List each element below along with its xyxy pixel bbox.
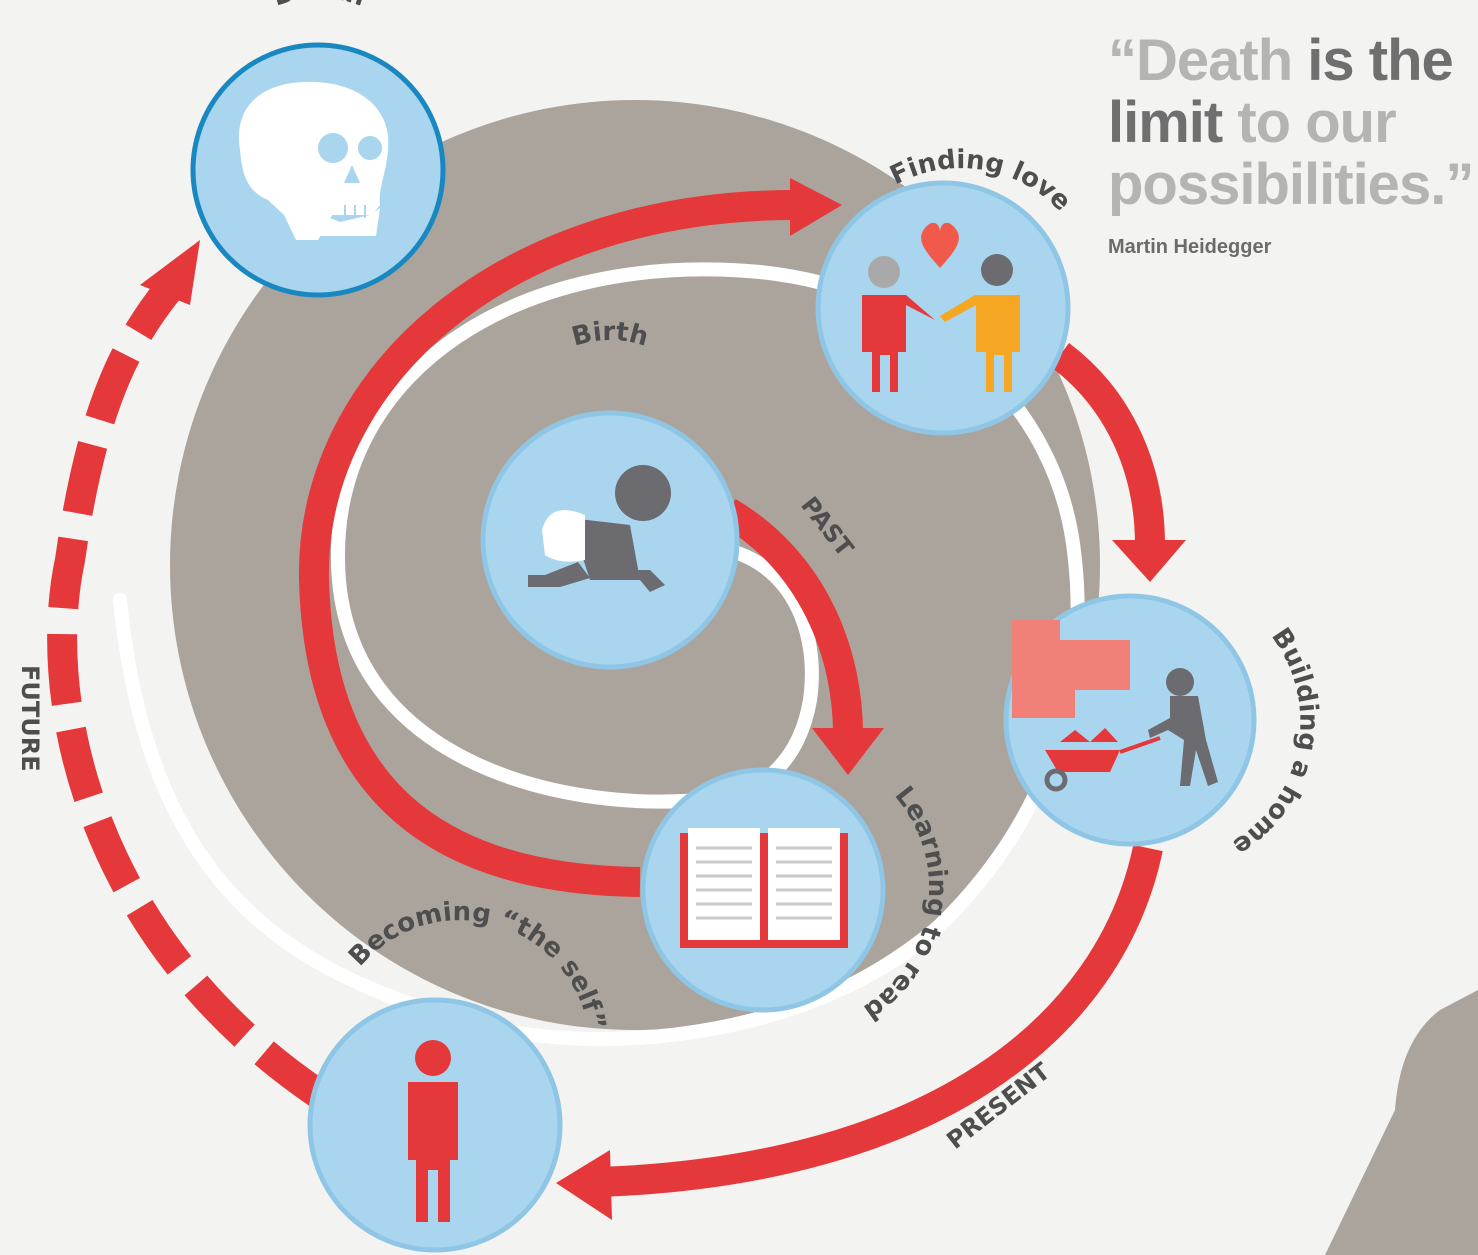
quote-word-death: “Death	[1108, 28, 1293, 93]
corner-grey-shape	[1325, 990, 1478, 1255]
stage-learning-to-read	[640, 767, 886, 1013]
quote-word-possibilities: possibilities.”	[1108, 152, 1474, 217]
standing-person-icon	[408, 1040, 458, 1222]
quote-word-to-our: to our	[1222, 90, 1396, 155]
arrowhead-past	[812, 728, 884, 775]
quote-author: Martin Heidegger	[1108, 236, 1272, 258]
quote-word-is-the: is the	[1292, 28, 1453, 93]
arrowhead-death	[140, 240, 200, 305]
open-book-icon	[680, 828, 848, 948]
crawling-baby-icon	[528, 465, 671, 592]
arrowhead-love	[790, 178, 842, 236]
arrowhead-home	[1112, 540, 1186, 582]
arrow-love-to-home	[1050, 343, 1165, 546]
couple-holding-hands-icon	[862, 222, 1020, 392]
arrow-past	[720, 499, 864, 743]
arrow-heads	[140, 178, 1186, 1220]
arrow-present	[599, 844, 1163, 1197]
red-arrows	[47, 190, 1165, 1197]
quote-word-limit: limit	[1108, 90, 1223, 155]
heidegger-quote: “Death is the limit to our possibilities…	[1108, 28, 1474, 216]
stage-finding-love	[815, 180, 1071, 436]
stage-building-a-home	[1003, 593, 1257, 847]
label-death: Death	[269, 0, 369, 13]
stage-death	[190, 42, 446, 298]
phase-future: FUTURE	[16, 665, 44, 772]
arrowhead-self	[556, 1150, 612, 1220]
label-birth: Birth	[569, 317, 652, 353]
arrow-future	[47, 280, 329, 1108]
wheelbarrow-builder-icon	[1012, 620, 1218, 792]
skull-icon	[238, 81, 389, 240]
stage-birth	[480, 410, 740, 670]
arrow-read-to-love	[298, 190, 796, 897]
stage-becoming-the-self	[307, 997, 563, 1253]
